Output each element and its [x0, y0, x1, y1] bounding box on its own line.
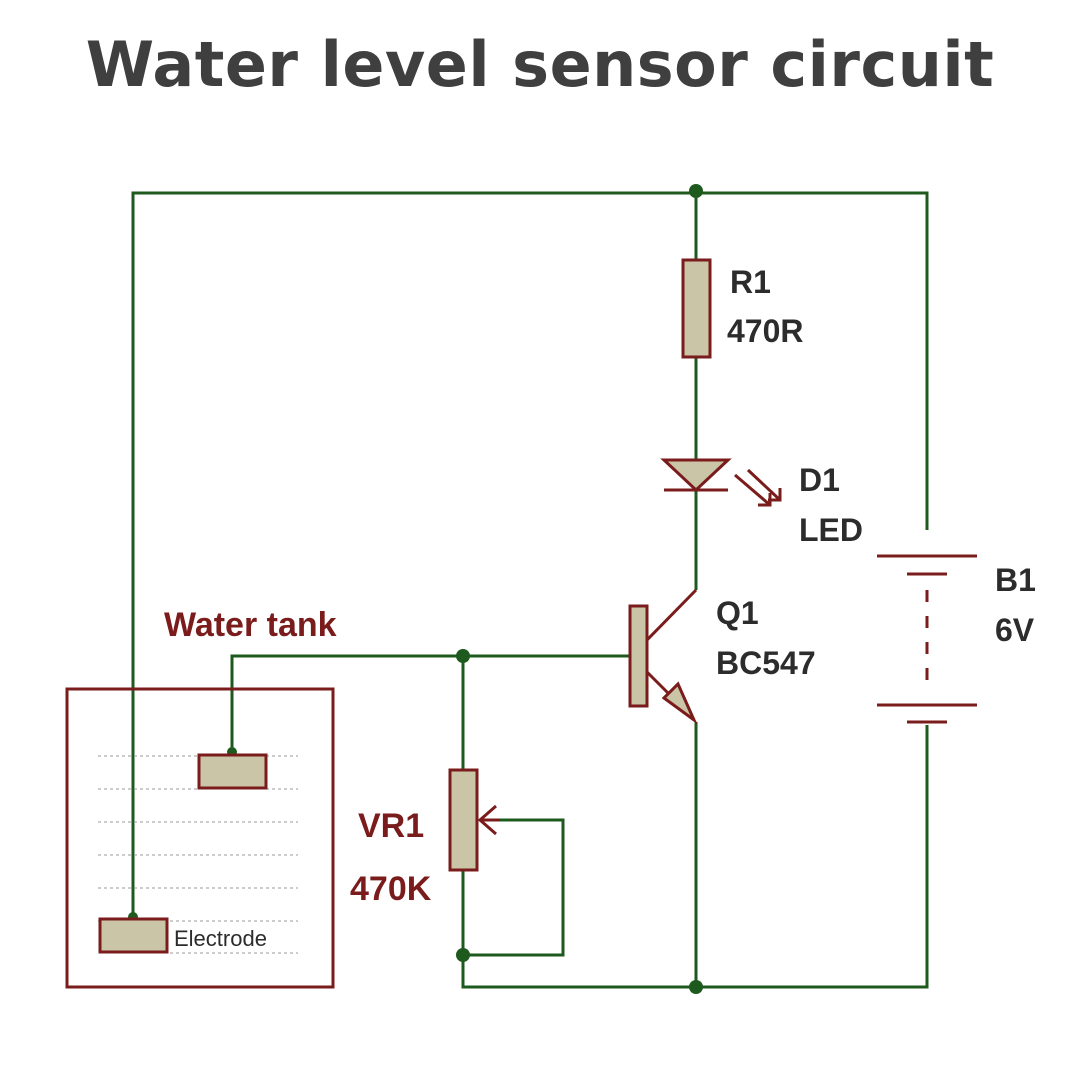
r1-ref-label: R1 — [730, 264, 771, 300]
d1-ref-label: D1 — [799, 462, 840, 498]
led-arrow — [746, 468, 782, 502]
led-body — [660, 458, 732, 493]
led-d1 — [660, 458, 782, 507]
r1-value-label: 470R — [727, 313, 804, 349]
node-vr1-bottom — [456, 948, 470, 962]
led-arrow-head — [758, 493, 772, 507]
transistor-collector — [645, 588, 698, 642]
junction-nodes — [128, 184, 703, 994]
potentiometer-body — [448, 768, 479, 872]
potentiometer-vr1 — [448, 768, 500, 872]
q1-value-label: BC547 — [716, 645, 816, 681]
battery-b1 — [877, 554, 977, 724]
water-tank — [65, 687, 335, 989]
led-arrow-head — [768, 488, 782, 502]
vr1-value-label: 470K — [350, 870, 432, 908]
node-top — [689, 184, 703, 198]
resistor-r1 — [681, 258, 712, 359]
wire-base-line — [230, 654, 630, 755]
wires — [131, 191, 929, 989]
tank-outline — [65, 687, 335, 989]
sensor-plate — [197, 753, 268, 790]
electrode-label: Electrode — [174, 926, 267, 951]
b1-value-label: 6V — [995, 612, 1035, 648]
transistor-emitter-arrow — [661, 681, 698, 725]
page-title: Water level sensor circuit — [85, 28, 995, 101]
transistor-base-bar — [628, 604, 649, 708]
potentiometer-wiper-arrow — [477, 804, 497, 836]
transistor-q1 — [628, 588, 698, 725]
b1-ref-label: B1 — [995, 562, 1036, 598]
node-base — [456, 649, 470, 663]
led-arrow — [734, 473, 771, 507]
electrode-plate — [98, 917, 169, 954]
water-tank-label: Water tank — [164, 606, 337, 644]
node-bottom — [689, 980, 703, 994]
wire-vr1-wiper — [463, 818, 565, 957]
wire-top-rail — [131, 191, 929, 935]
q1-ref-label: Q1 — [716, 595, 759, 631]
d1-value-label: LED — [799, 512, 863, 548]
vr1-ref-label: VR1 — [358, 807, 424, 845]
